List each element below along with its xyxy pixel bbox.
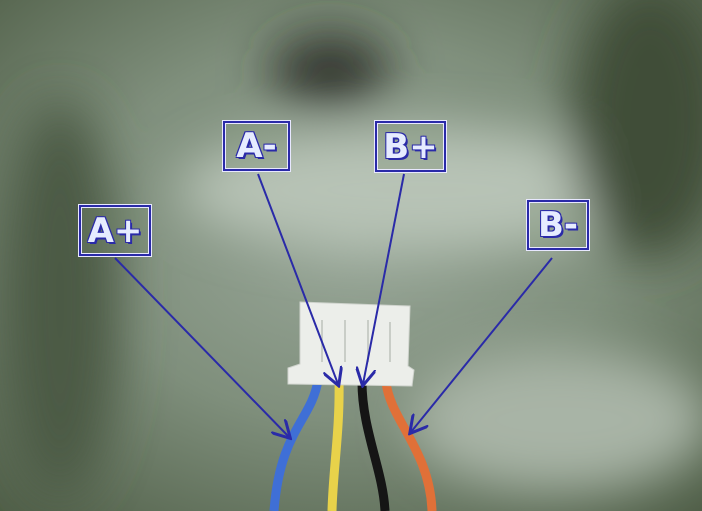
blurred-leaves — [0, 0, 702, 500]
label-a-minus: A- — [222, 120, 291, 172]
wire-black — [357, 381, 390, 511]
annotation-arrows — [114, 173, 553, 437]
label-b-plus: B+ — [374, 120, 447, 173]
label-a-plus: A+ — [78, 204, 152, 257]
arrow-b-plus — [363, 173, 405, 384]
wire-orange — [381, 381, 437, 511]
wire-blue — [269, 379, 323, 511]
label-b-minus: B- — [526, 199, 590, 251]
arrow-a-plus — [114, 257, 289, 437]
arrow-a-minus — [257, 173, 338, 384]
connector — [287, 301, 415, 387]
wire-yellow — [327, 381, 344, 511]
arrow-b-minus — [411, 257, 553, 432]
wires — [269, 379, 437, 511]
